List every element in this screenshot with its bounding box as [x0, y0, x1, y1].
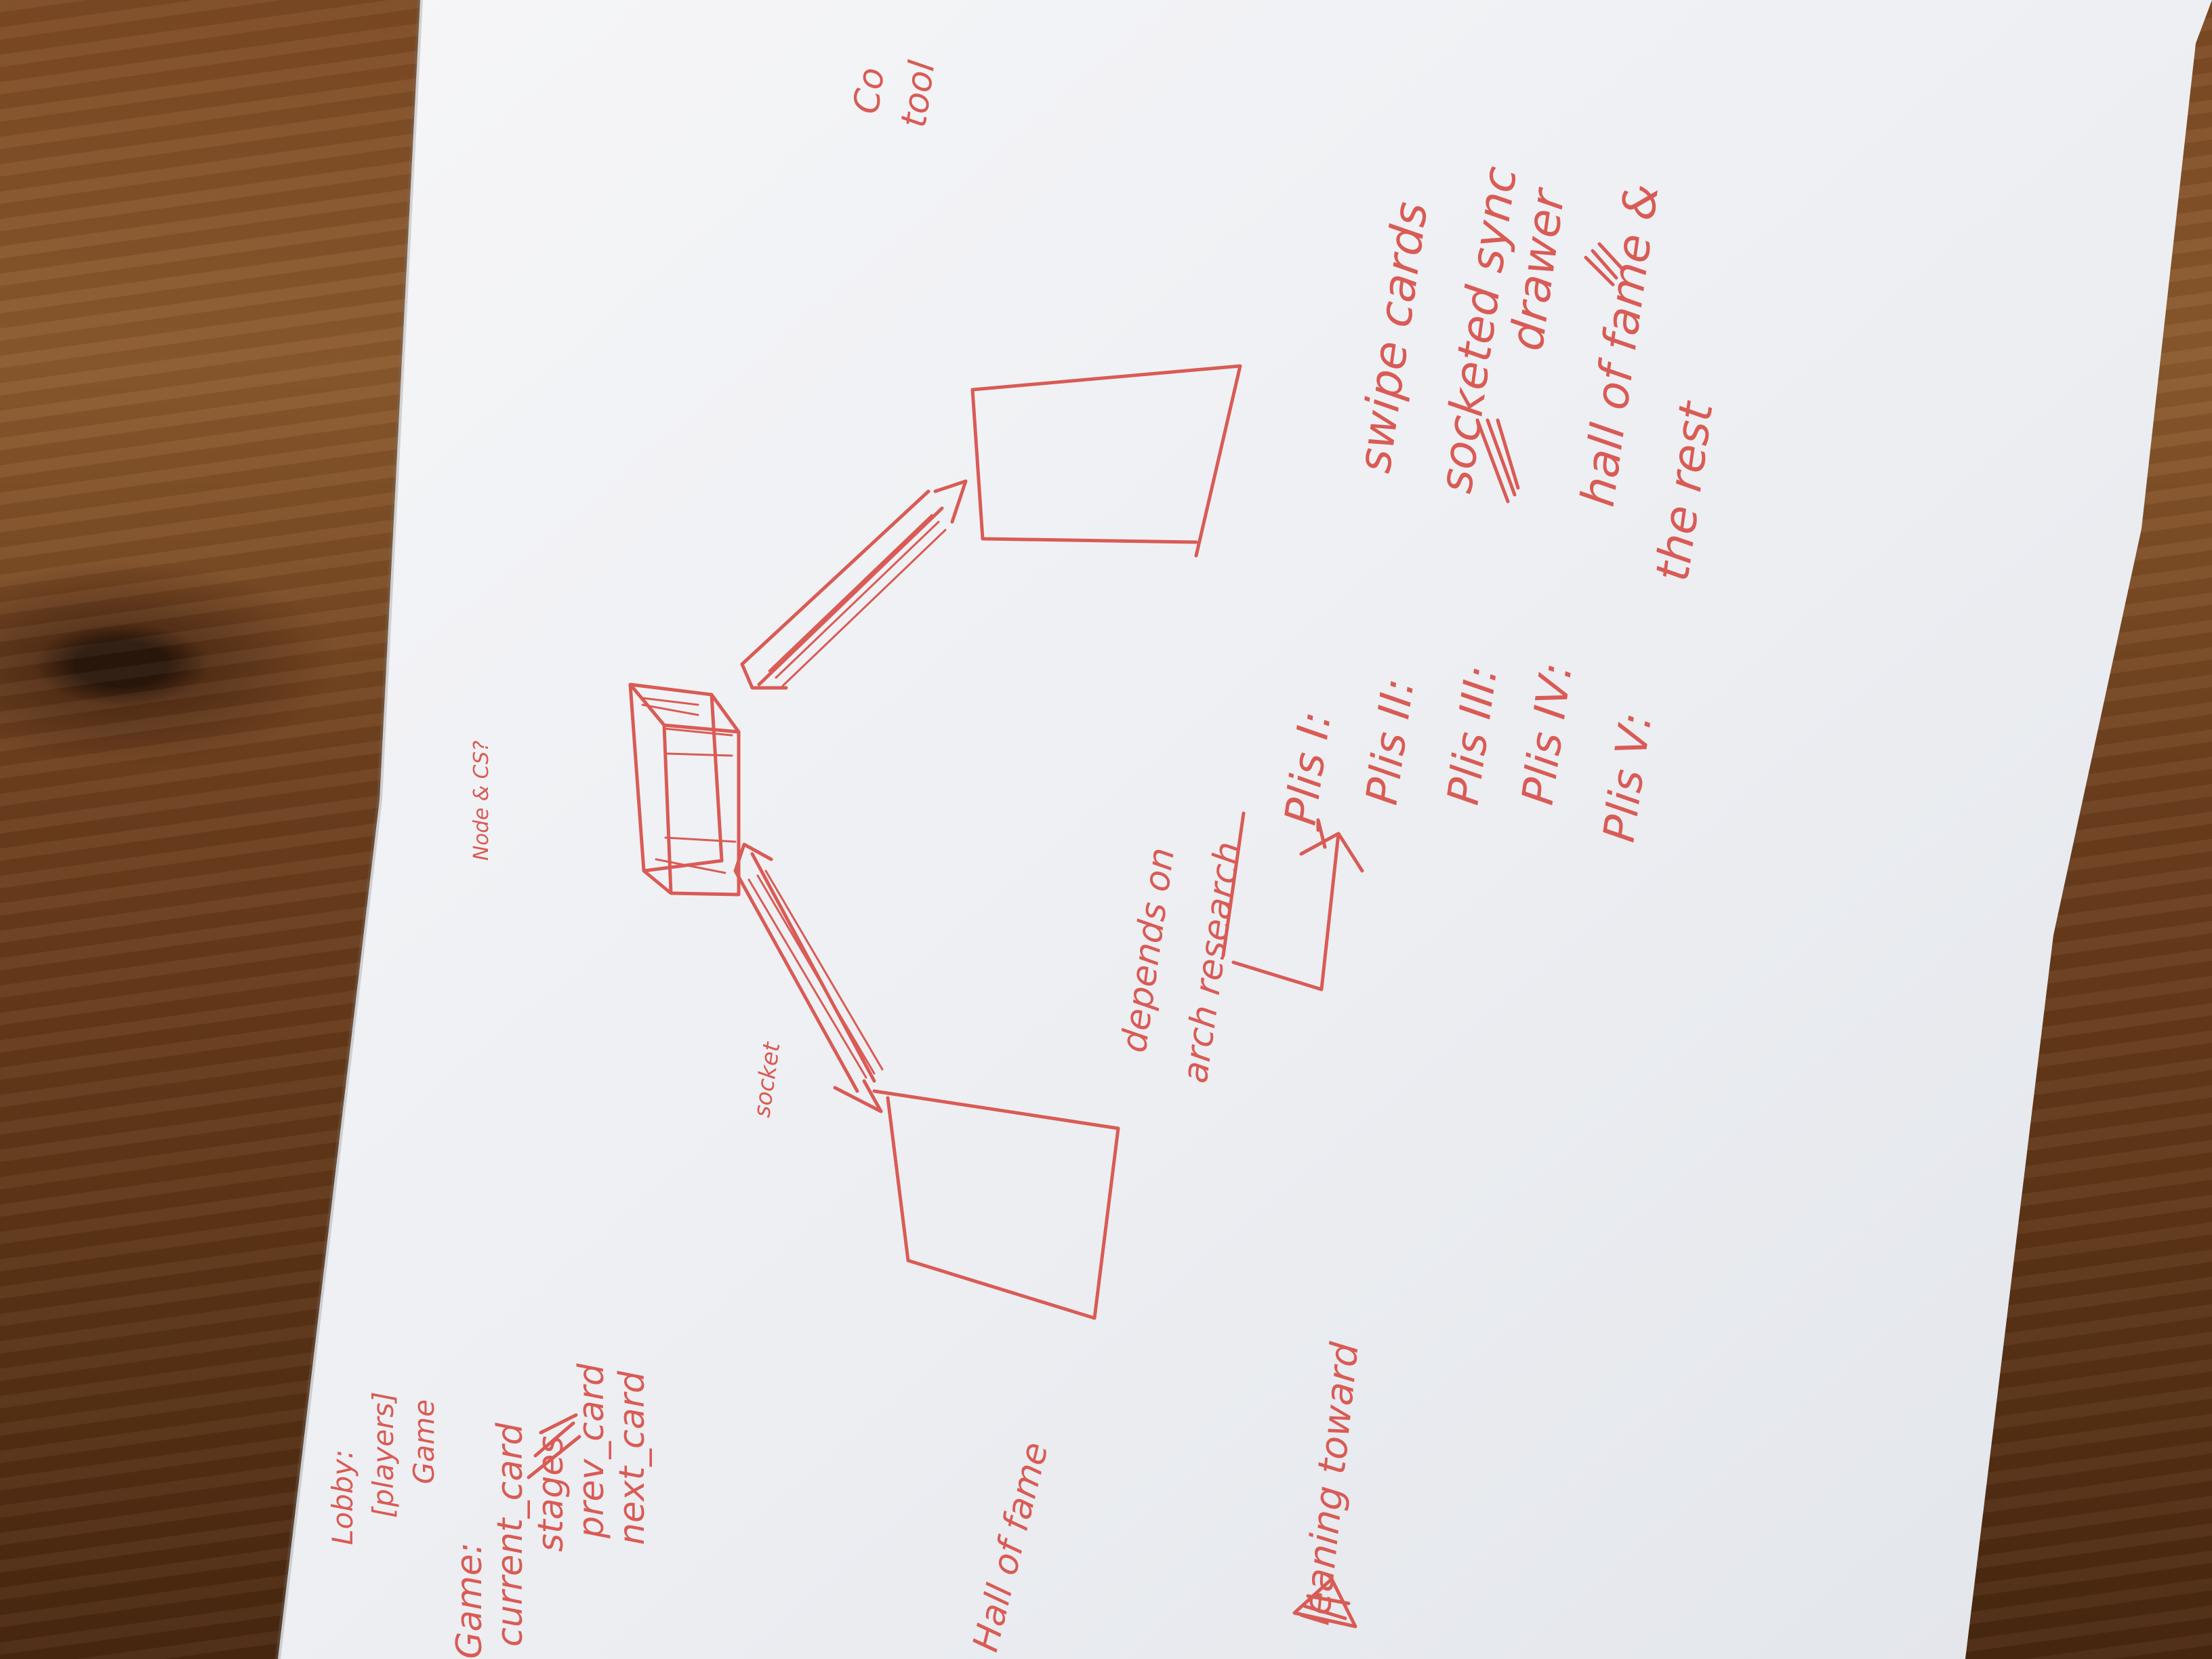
leaning-scribble — [1292, 1577, 1357, 1629]
lower-arrow-hatching — [747, 869, 884, 1079]
lobby-game: Game — [407, 1399, 441, 1484]
arch-research-underline — [1221, 811, 1246, 958]
game-prev-card: prev_card — [571, 1363, 612, 1539]
drawer-scribble — [1475, 418, 1520, 504]
left-notes: Lobby: [players] Game Game: current_card… — [326, 1363, 653, 1659]
fame-scribble — [1584, 242, 1625, 287]
game-title: Game: — [449, 1542, 490, 1659]
fragment-co: Co — [846, 65, 893, 117]
paper-edge-shadow — [275, 0, 423, 1659]
bottom-left-box-sketch — [872, 1089, 1120, 1320]
upper-arrow-hatching — [768, 514, 947, 687]
center-top-note: Node & CS? — [470, 741, 493, 861]
fragment-tool: tool — [893, 58, 943, 129]
lobby-title: Lobby: — [326, 1450, 359, 1545]
stages-strikeout — [527, 1413, 581, 1479]
node-cs-note: Node & CS? — [470, 741, 493, 861]
lower-left-double-arrow — [733, 842, 883, 1113]
game-next-card: next_card — [612, 1370, 653, 1545]
server-cube-sketch — [628, 682, 741, 897]
top-right-box-sketch — [970, 364, 1242, 558]
game-current-card: current_card — [490, 1422, 531, 1647]
top-right-fragments: Co tool — [846, 58, 943, 129]
upper-right-double-arrow — [740, 479, 968, 690]
lobby-players: [players] — [367, 1391, 400, 1518]
paper-sheet — [278, 0, 2212, 1659]
elbow-arrow-sketch — [1231, 818, 1364, 991]
server-cube-hatching — [641, 697, 737, 874]
